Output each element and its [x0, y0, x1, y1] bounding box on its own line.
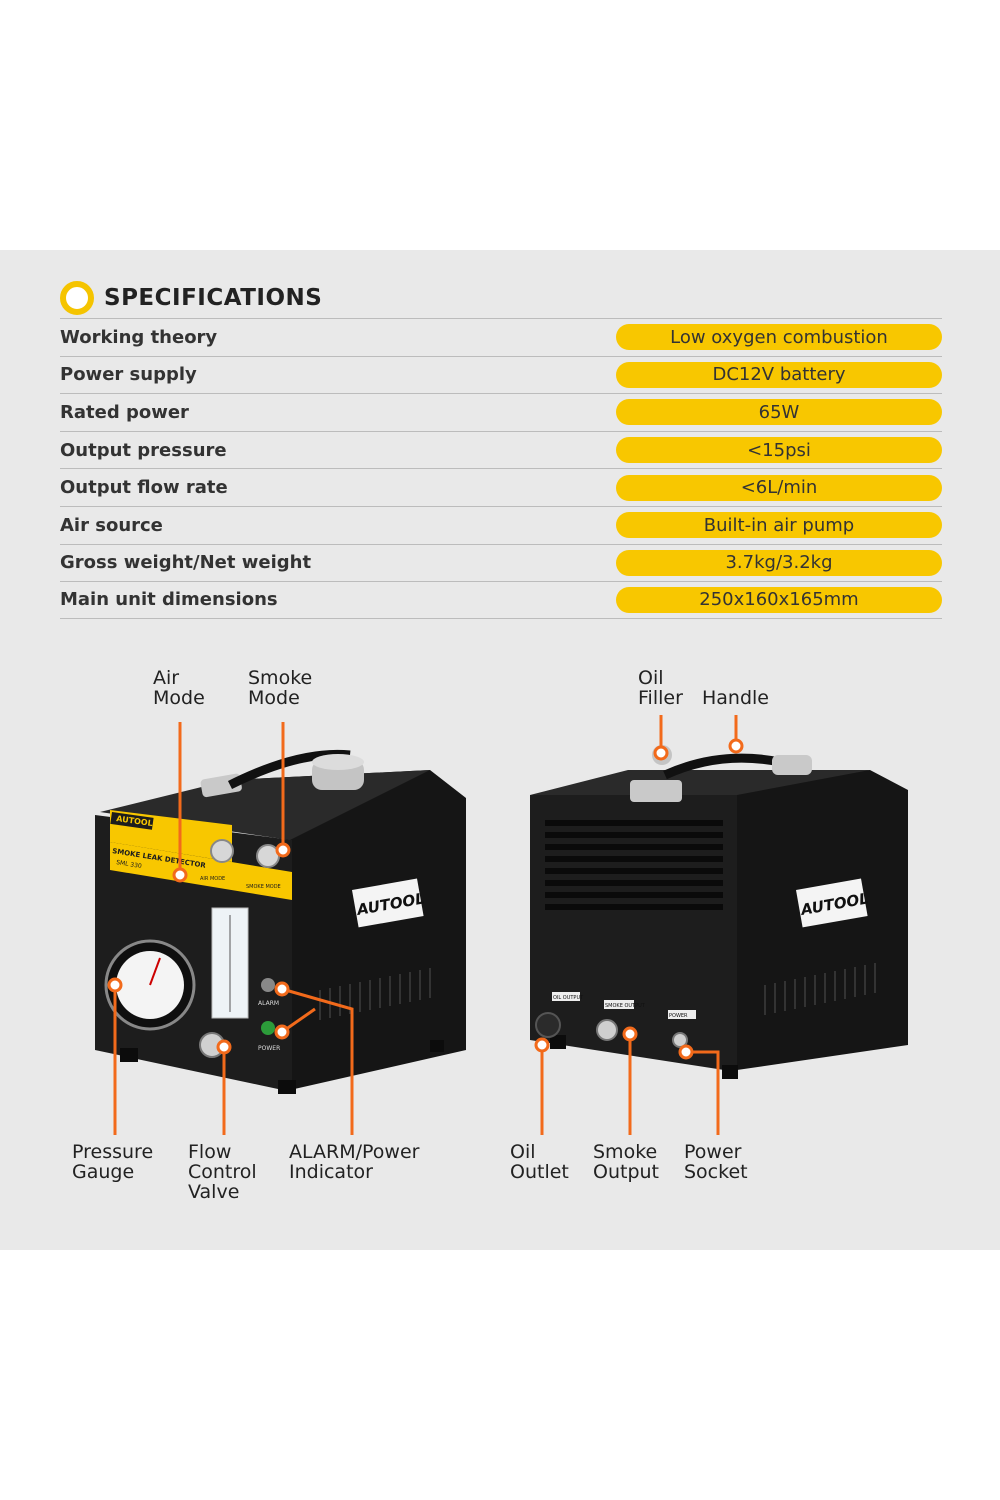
smoke-mode-print: SMOKE MODE [246, 884, 281, 890]
callout-power-socket-line2: Socket [684, 1161, 748, 1183]
alarm-print: ALARM [258, 1000, 279, 1007]
front-device: AUTOOL SMOKE LEAK DETECTOR SML 330 AIR M… [95, 749, 466, 1094]
power-socket-port [672, 1032, 688, 1048]
callout-oil-filler-line2: Filler [638, 687, 683, 709]
callout-smoke-output: Smoke Output [593, 1142, 659, 1182]
spec-value: DC12V battery [616, 361, 942, 388]
spec-label: Output flow rate [60, 477, 228, 499]
callout-air-mode: Air Mode [153, 668, 205, 708]
spec-value: Built-in air pump [616, 512, 942, 539]
callout-dots [107, 738, 744, 1060]
callout-smoke-mode-line2: Mode [248, 687, 300, 709]
spec-row: Rated power 65W [60, 393, 942, 431]
air-mode-print: AIR MODE [200, 876, 225, 882]
spec-label: Power supply [60, 364, 197, 386]
spec-value: Low oxygen combustion [616, 324, 942, 351]
callout-handle: Handle [702, 688, 769, 708]
callout-power-socket: Power Socket [684, 1142, 748, 1182]
callout-alarm-line1: ALARM/Power [289, 1141, 420, 1163]
callout-smoke-mode: Smoke Mode [248, 668, 312, 708]
spec-value: 65W [616, 399, 942, 426]
specifications-table: Working theory Low oxygen combustion Pow… [60, 318, 942, 619]
spec-label: Output pressure [60, 439, 227, 461]
callout-oil-outlet: Oil Outlet [510, 1142, 569, 1182]
specifications-title: SPECIFICATIONS [104, 285, 323, 311]
smoke-output-print: SMOKE OUTPUT [605, 1003, 646, 1009]
spec-label: Working theory [60, 326, 218, 348]
callout-pressure-gauge-line1: Pressure [72, 1141, 154, 1163]
callout-oil-filler-line1: Oil [638, 667, 664, 689]
callout-alarm-line2: Indicator [289, 1161, 373, 1183]
callout-pressure-gauge: Pressure Gauge [72, 1142, 153, 1182]
callout-oil-outlet-line2: Outlet [510, 1161, 569, 1183]
spec-label: Gross weight/Net weight [60, 552, 312, 574]
spec-label: Air source [60, 514, 163, 536]
spec-row: Gross weight/Net weight 3.7kg/3.2kg [60, 543, 942, 582]
callout-air-mode-line1: Air [153, 667, 180, 689]
callout-smoke-output-line1: Smoke [593, 1141, 658, 1163]
callout-handle-line1: Handle [702, 687, 770, 709]
callout-oil-outlet-line1: Oil [510, 1141, 536, 1163]
oil-output-print: OIL OUTPUT [553, 995, 584, 1001]
callout-oil-filler: Oil Filler [638, 668, 683, 708]
spec-value: <15psi [616, 437, 942, 464]
callout-flow-line3: Valve [188, 1181, 240, 1203]
callout-smoke-mode-line1: Smoke [248, 667, 313, 689]
callout-alarm-power-indicator: ALARM/Power Indicator [289, 1142, 419, 1182]
model-label: SML 330 [116, 859, 143, 870]
specifications-header: SPECIFICATIONS [60, 280, 322, 316]
air-mode-knob [210, 839, 234, 863]
power-print: POWER [258, 1045, 280, 1052]
spec-row: Power supply DC12V battery [60, 355, 942, 394]
callout-air-mode-line2: Mode [153, 687, 205, 709]
spec-label: Main unit dimensions [60, 589, 278, 611]
spec-row: Output pressure <15psi [60, 430, 942, 469]
oil-outlet-port [535, 1012, 561, 1038]
ring-icon [60, 281, 94, 315]
spec-row: Main unit dimensions 250x160x165mm [60, 581, 942, 619]
spec-value: 250x160x165mm [616, 586, 942, 613]
power-print-back: POWER [669, 1013, 688, 1019]
callout-flow-control-valve: Flow Control Valve [188, 1142, 257, 1202]
vent-grid [545, 820, 723, 910]
callout-flow-line2: Control [188, 1161, 257, 1183]
spec-row: Output flow rate <6L/min [60, 468, 942, 506]
spec-row: Working theory Low oxygen combustion [60, 318, 942, 356]
callout-flow-line1: Flow [188, 1141, 232, 1163]
spec-value: 3.7kg/3.2kg [616, 549, 942, 576]
callout-smoke-output-line2: Output [593, 1161, 659, 1183]
spec-label: Rated power [60, 401, 189, 423]
spec-value: <6L/min [616, 474, 942, 501]
callout-power-socket-line1: Power [684, 1141, 742, 1163]
specifications-panel: SPECIFICATIONS Working theory Low oxygen… [0, 250, 1000, 1250]
back-device: AUTOOL OIL OUTPUT SMOKE OUTPUT POWER [530, 745, 908, 1079]
spec-row: Air source Built-in air pump [60, 505, 942, 544]
product-illustration: AUTOOL SMOKE LEAK DETECTOR SML 330 AIR M… [95, 715, 908, 1135]
smoke-output-port [596, 1019, 618, 1041]
callout-pressure-gauge-line2: Gauge [72, 1161, 135, 1183]
